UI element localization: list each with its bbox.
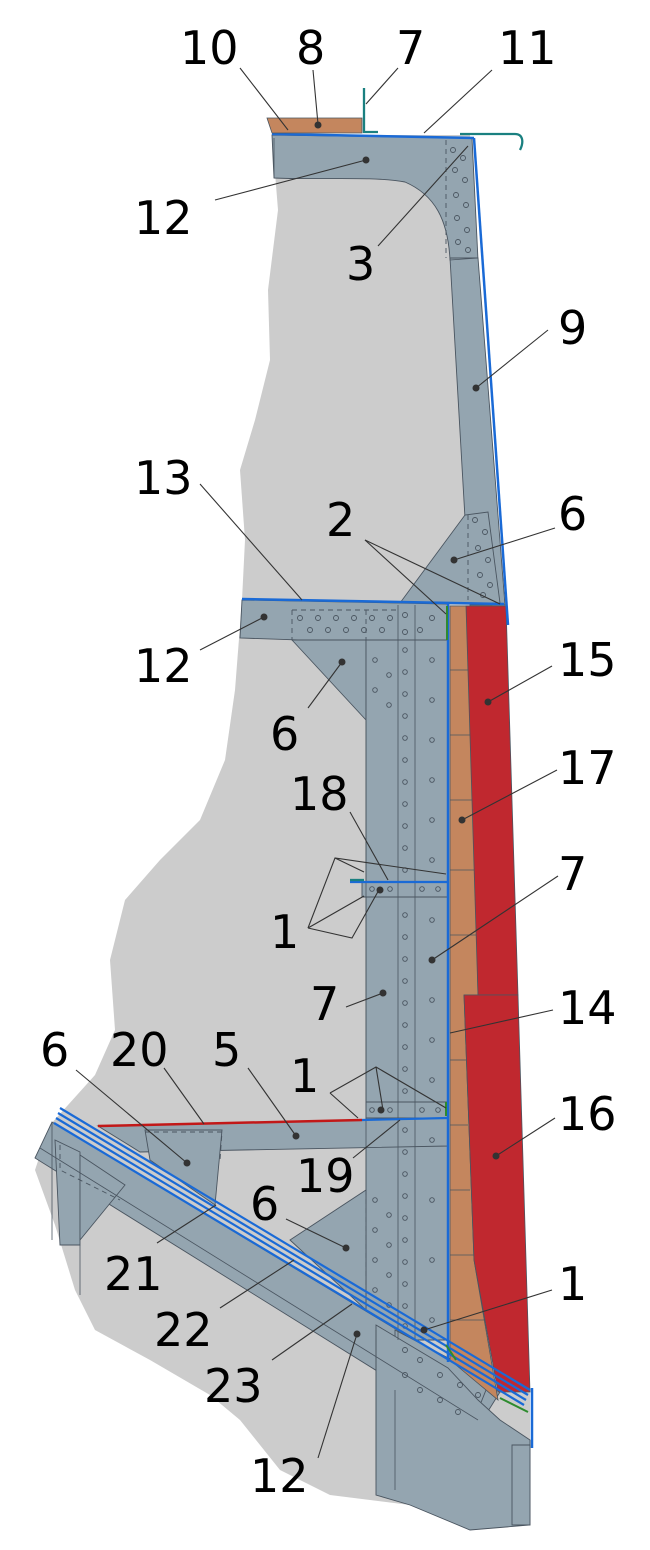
- rivet-groups: [297, 147, 493, 1415]
- left-bilge-knee: [79, 1154, 126, 1242]
- callout-6-upper-right: 6: [558, 487, 587, 541]
- callout-8-top: 8: [296, 21, 325, 75]
- rivets-stringers: [369, 886, 441, 1113]
- upper-deck-angle-right: [460, 132, 524, 151]
- rivets-middle-deck: [297, 612, 435, 635]
- callout-20: 20: [110, 1023, 169, 1077]
- middle-deck-beam: [239, 599, 449, 646]
- callout-1-lower: 1: [558, 1257, 587, 1311]
- upper-side-frame: [449, 257, 506, 606]
- callout-6-lower: 6: [250, 1177, 279, 1231]
- rivets-upper-bracket: [472, 517, 493, 598]
- vertical-frame: [365, 639, 449, 1341]
- leader-dots: [183, 121, 500, 1338]
- leader-lines: [75, 67, 559, 1459]
- callout-13: 13: [134, 451, 193, 505]
- rivets-vertical-frame: [372, 647, 435, 1329]
- rivets-lower-knee: [372, 1197, 392, 1308]
- callout-6-middle: 6: [270, 707, 299, 761]
- callout-22: 22: [154, 1303, 213, 1357]
- callout-labels: 10 8 7 11 12 3 9 13 2 6 12 15 6 17 18 7 …: [40, 21, 617, 1503]
- callout-6-lower-left: 6: [40, 1023, 69, 1077]
- callout-15: 15: [558, 633, 617, 687]
- upper-deck-beam: [271, 134, 479, 261]
- callout-2: 2: [326, 493, 355, 547]
- callout-1-upper: 1: [270, 905, 299, 959]
- hidden-lines: [59, 140, 469, 1310]
- callout-16: 16: [558, 1087, 617, 1141]
- callout-21: 21: [104, 1247, 163, 1301]
- callout-7-top: 7: [396, 21, 425, 75]
- callout-5: 5: [212, 1023, 241, 1077]
- upper-side-plating: [472, 137, 510, 626]
- upper-deck-angle-left: [362, 88, 378, 134]
- bottom-outer-plate: [511, 1444, 531, 1526]
- callout-10-top: 10: [180, 21, 239, 75]
- lower-stringer-plate: [361, 1116, 449, 1122]
- callout-18: 18: [290, 767, 349, 821]
- deck-plating-lines: [53, 132, 534, 1448]
- callout-14: 14: [558, 981, 617, 1035]
- rivets-upper-deck: [450, 147, 471, 253]
- callout-23: 23: [204, 1359, 263, 1413]
- callout-3: 3: [346, 237, 375, 291]
- callout-12-bottom: 12: [250, 1449, 309, 1503]
- callout-7-center: 7: [310, 977, 339, 1031]
- callout-19: 19: [296, 1149, 355, 1203]
- green-fillet-strips: [445, 606, 529, 1413]
- callout-1-middle: 1: [290, 1049, 319, 1103]
- callout-12-upper: 12: [134, 191, 193, 245]
- deck-planking: [266, 117, 363, 134]
- callout-11-top: 11: [498, 21, 557, 75]
- upper-stringer: [361, 881, 449, 898]
- callout-17: 17: [558, 741, 617, 795]
- upper-deck-plating: [271, 132, 475, 140]
- middle-deck-plating: [241, 597, 505, 606]
- callout-9: 9: [558, 301, 587, 355]
- callout-12-middle: 12: [134, 639, 193, 693]
- rivets-bottom-plate: [402, 1347, 481, 1415]
- angle-bars: [350, 88, 524, 882]
- callout-7-right: 7: [558, 847, 587, 901]
- armor-deck-plating: [53, 1107, 531, 1406]
